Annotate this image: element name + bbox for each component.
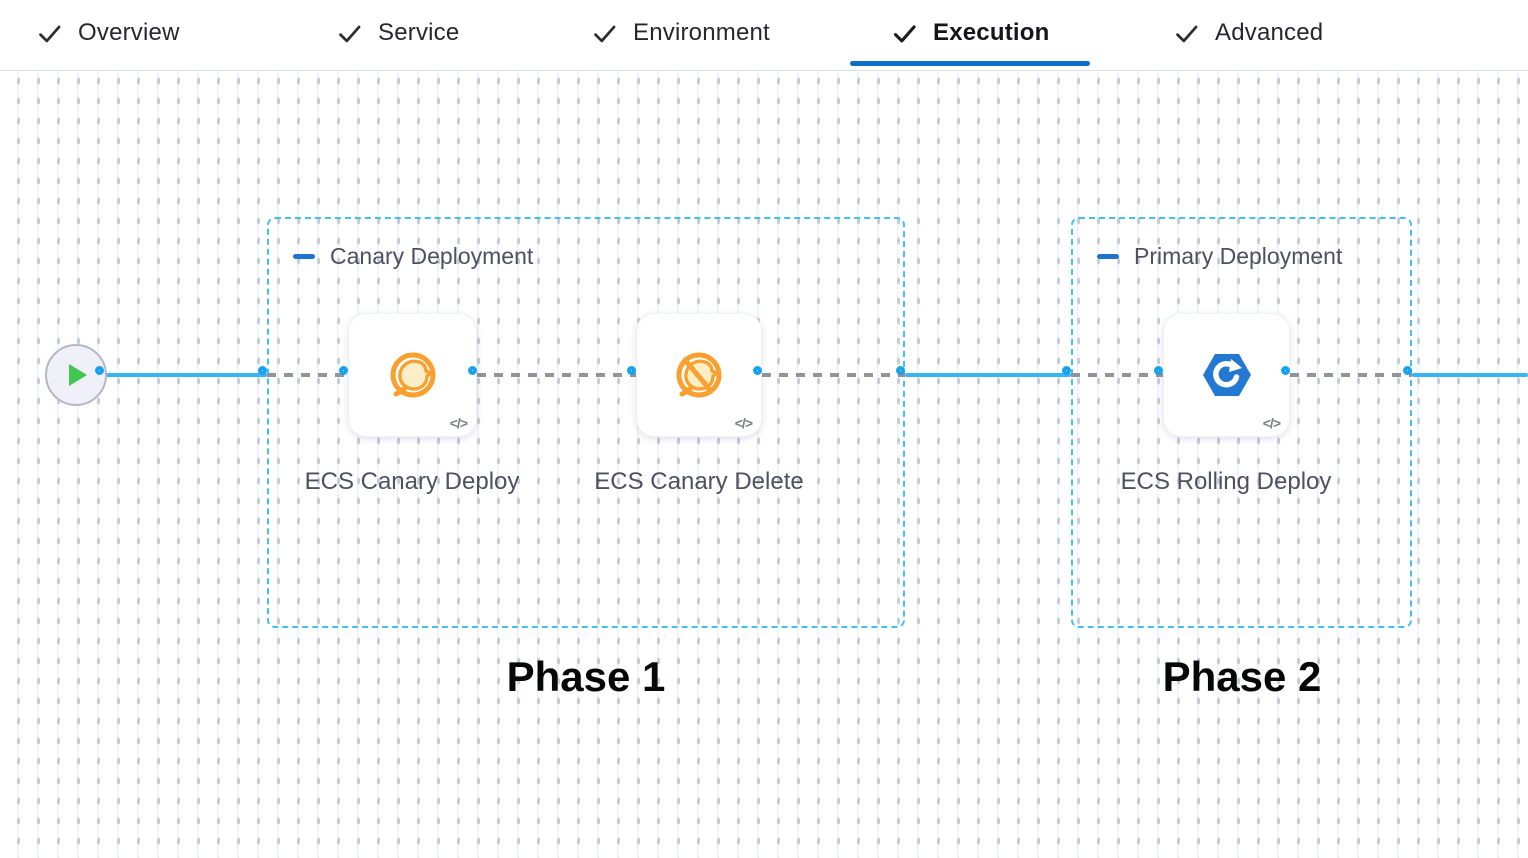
tab-advanced[interactable]: Advanced	[1173, 0, 1323, 66]
step-label: ECS Canary Delete	[594, 468, 804, 495]
ecs-rolling-icon	[1202, 354, 1251, 396]
pipeline-start-node	[45, 344, 107, 406]
connector-port[interactable]	[753, 366, 762, 375]
active-tab-underline	[850, 61, 1090, 66]
connector-line	[100, 373, 267, 377]
connector-port[interactable]	[896, 366, 905, 375]
stage-config-tabbar: Overview Service Environment Execution A…	[0, 0, 1528, 71]
check-icon	[893, 24, 916, 42]
tab-label: Execution	[933, 19, 1050, 46]
group-title: Primary Deployment	[1134, 243, 1343, 269]
canary-bird-delete-icon	[676, 352, 722, 398]
step-group-canary-deployment[interactable]: Canary Deployment	[267, 217, 905, 628]
connector-port[interactable]	[1403, 366, 1412, 375]
phase-1-label: Phase 1	[506, 653, 666, 700]
connector-port[interactable]	[1154, 366, 1163, 375]
connector-line-dashed	[477, 373, 636, 377]
pipeline-canvas[interactable]: Canary Deployment Primary Deployment	[0, 71, 1528, 858]
code-icon: </>	[1262, 415, 1281, 431]
code-icon: </>	[734, 415, 753, 431]
connector-port[interactable]	[95, 366, 104, 375]
code-icon: </>	[449, 415, 468, 431]
group-title: Canary Deployment	[330, 243, 534, 269]
tab-environment[interactable]: Environment	[591, 0, 770, 66]
tab-label: Overview	[78, 19, 180, 46]
connector-port[interactable]	[1281, 366, 1290, 375]
phase-2-label: Phase 2	[1162, 653, 1322, 700]
connector-line-dashed	[762, 373, 905, 377]
step-ecs-canary-deploy[interactable]: </>	[348, 313, 477, 437]
connector-line	[905, 373, 1071, 377]
check-icon	[1176, 25, 1198, 42]
group-header: Canary Deployment	[293, 243, 533, 270]
step-ecs-rolling-deploy[interactable]: </>	[1163, 313, 1290, 437]
tab-execution[interactable]: Execution	[891, 0, 1050, 66]
check-icon	[594, 25, 616, 42]
step-label: ECS Rolling Deploy	[1120, 468, 1332, 495]
tab-label: Environment	[633, 19, 770, 46]
canary-bird-icon	[390, 352, 435, 398]
play-icon	[69, 364, 87, 386]
check-icon	[39, 25, 61, 42]
step-label: ECS Canary Deploy	[304, 468, 520, 495]
connector-port[interactable]	[1062, 366, 1071, 375]
step-ecs-canary-delete[interactable]: </>	[636, 313, 762, 437]
connector-line-dashed	[1071, 373, 1163, 377]
collapse-group-icon[interactable]	[293, 254, 315, 259]
collapse-group-icon[interactable]	[1097, 254, 1119, 259]
connector-line	[1412, 373, 1528, 377]
connector-port[interactable]	[468, 366, 477, 375]
connector-line-dashed	[267, 373, 348, 377]
step-group-primary-deployment[interactable]: Primary Deployment	[1071, 217, 1412, 628]
tab-label: Advanced	[1215, 19, 1324, 46]
tab-overview[interactable]: Overview	[36, 0, 180, 66]
connector-line-dashed	[1290, 373, 1412, 377]
connector-port[interactable]	[339, 366, 348, 375]
tab-label: Service	[378, 19, 460, 46]
tab-service[interactable]: Service	[336, 0, 459, 66]
connector-port[interactable]	[627, 366, 636, 375]
connector-port[interactable]	[258, 366, 267, 375]
group-header: Primary Deployment	[1097, 243, 1342, 270]
check-icon	[339, 25, 361, 42]
